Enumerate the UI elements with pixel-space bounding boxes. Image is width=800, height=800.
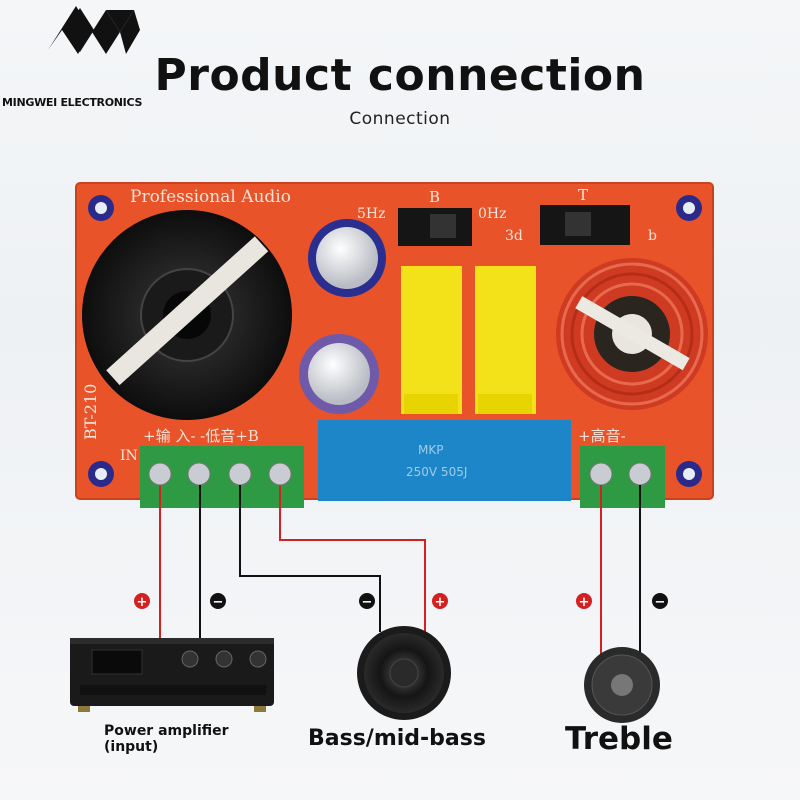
svg-text:−: − [213, 595, 224, 610]
svg-text:−: − [362, 595, 373, 610]
brand-logo [48, 6, 140, 54]
board-model: BT-210 [81, 384, 100, 440]
board-label: Professional Audio [130, 187, 291, 207]
mkp-rating: 250V 505J [406, 465, 467, 479]
amplifier-sublabel: (input) [104, 739, 159, 755]
plus-marker: + [432, 593, 448, 610]
svg-text:+: + [137, 595, 148, 610]
treble-terminal-block[interactable] [580, 446, 665, 508]
switch-b[interactable] [398, 208, 472, 246]
mkp-capacitor: MKP 250V 505J [318, 420, 571, 501]
plus-marker: + [576, 593, 592, 610]
wires [159, 485, 641, 658]
treble-terminal-label: +高音- [578, 427, 626, 445]
page-subtitle: Connection [349, 109, 451, 129]
bass-positive-wire [279, 485, 426, 632]
page-title: Product connection [154, 50, 646, 101]
bass-negative-wire [239, 485, 381, 632]
crossover-board: Professional Audio BT-210 B T 5Hz 0Hz 3d… [75, 182, 714, 508]
air-core-inductor [556, 258, 708, 410]
treble-label: Treble [565, 721, 673, 757]
switch-t-label: T [578, 186, 588, 204]
bass-label: Bass/mid-bass [308, 726, 486, 751]
power-amplifier [70, 638, 274, 712]
input-terminal-label: +输 入- -低音+B [143, 427, 259, 445]
mount-hole [88, 461, 114, 487]
electrolytic-capacitor [308, 219, 386, 297]
svg-text:−: − [655, 595, 666, 610]
switch-b-label: B [429, 188, 440, 206]
db-left-label: 3d [505, 228, 523, 244]
amplifier-label: Power amplifier [104, 723, 229, 739]
minus-marker: − [652, 593, 668, 610]
mkp-text: MKP [418, 443, 443, 457]
in-label: IN [120, 448, 138, 464]
svg-text:+: + [579, 595, 590, 610]
iron-core-inductor [82, 210, 292, 420]
minus-marker: − [210, 593, 226, 610]
freq-left-label: 5Hz [357, 206, 386, 222]
film-capacitor [401, 266, 462, 414]
input-terminal-block[interactable] [140, 446, 304, 508]
film-capacitor [475, 266, 536, 414]
tweeter [584, 647, 660, 723]
db-right-label: b [648, 228, 657, 244]
mount-hole [676, 195, 702, 221]
minus-marker: − [359, 593, 375, 610]
brand-name: MINGWEI ELECTRONICS [2, 96, 143, 109]
freq-right-label: 0Hz [478, 206, 507, 222]
bass-speaker [357, 626, 451, 720]
svg-text:+: + [435, 595, 446, 610]
plus-marker: + [134, 593, 150, 610]
mount-hole [676, 461, 702, 487]
electrolytic-capacitor [299, 334, 379, 414]
mount-hole [88, 195, 114, 221]
switch-t[interactable] [540, 205, 630, 245]
